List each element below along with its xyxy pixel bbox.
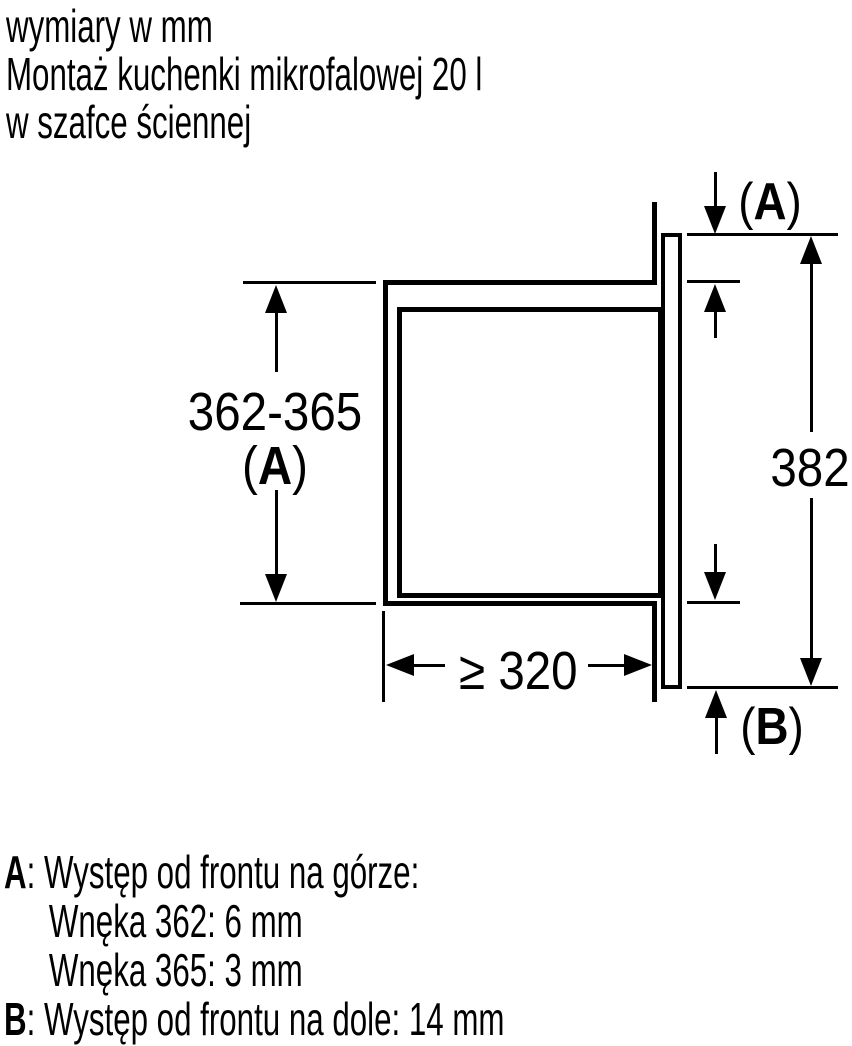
arrow-down-icon [704, 572, 726, 600]
extension-line-left [382, 611, 385, 702]
arrow-left-icon [386, 654, 414, 676]
note-b: B: Występ od frontu na dole: 14 mm [4, 993, 505, 1045]
dimension-line-lower [810, 498, 813, 662]
arrow-down-icon [704, 206, 726, 234]
title-line-3: w szafce ściennej [6, 96, 252, 148]
arrow-stem [714, 308, 717, 338]
microwave-front-panel [661, 233, 682, 689]
niche-height-letter: (A) [242, 436, 308, 496]
note-a-sub1: Wnęka 362: 6 mm [48, 895, 303, 947]
arrow-up-icon [265, 285, 287, 313]
arrow-down-icon [265, 574, 287, 602]
niche-height-label: 362-365 (A) [187, 385, 363, 493]
niche-depth-value: ≥ 320 [459, 641, 578, 701]
arrow-stem [714, 172, 717, 210]
panel-bottom-dimension-line [687, 686, 838, 689]
arrow-right-icon [624, 654, 652, 676]
cabinet-front-lower-edge [652, 601, 657, 702]
microwave-body [397, 307, 663, 598]
dimension-line-lower [275, 490, 278, 574]
cabinet-bottom-edge [383, 601, 657, 606]
legend: A: Występ od frontu na górze: Wnęka 362:… [4, 848, 504, 1044]
bottom-protrusion-label: (B) [740, 698, 804, 756]
front-height-value: 382 [770, 438, 850, 498]
extension-line-bottom [240, 602, 376, 605]
page-title: wymiary w mm Montaż kuchenki mikrofalowe… [6, 2, 482, 146]
cabinet-top-extension-line [687, 280, 740, 283]
arrow-up-icon [705, 690, 727, 718]
niche-height-value: 362-365 [187, 382, 363, 442]
top-protrusion-label: (A) [738, 173, 802, 231]
cabinet-back-edge [383, 280, 388, 606]
arrow-up-icon [704, 284, 726, 312]
title-line-2: Montaż kuchenki mikrofalowej 20 l [6, 48, 483, 100]
arrow-up-icon [800, 236, 822, 264]
arrow-stem [714, 544, 717, 574]
arrow-down-icon [800, 658, 822, 686]
cabinet-front-upper-edge [652, 202, 657, 285]
note-a: A: Występ od frontu na górze: [4, 846, 420, 898]
dimension-line-upper [275, 310, 278, 372]
arrow-stem [715, 714, 718, 754]
cabinet-top-edge [383, 280, 657, 285]
note-a-sub2: Wnęka 365: 3 mm [48, 944, 303, 996]
dimension-line-left [410, 664, 445, 667]
cabinet-bottom-extension-line [687, 601, 740, 604]
extension-line-top [243, 281, 376, 284]
dimension-line-right [588, 664, 626, 667]
title-line-1: wymiary w mm [6, 0, 213, 52]
dimension-line-upper [810, 260, 813, 432]
panel-top-dimension-line [687, 233, 838, 236]
